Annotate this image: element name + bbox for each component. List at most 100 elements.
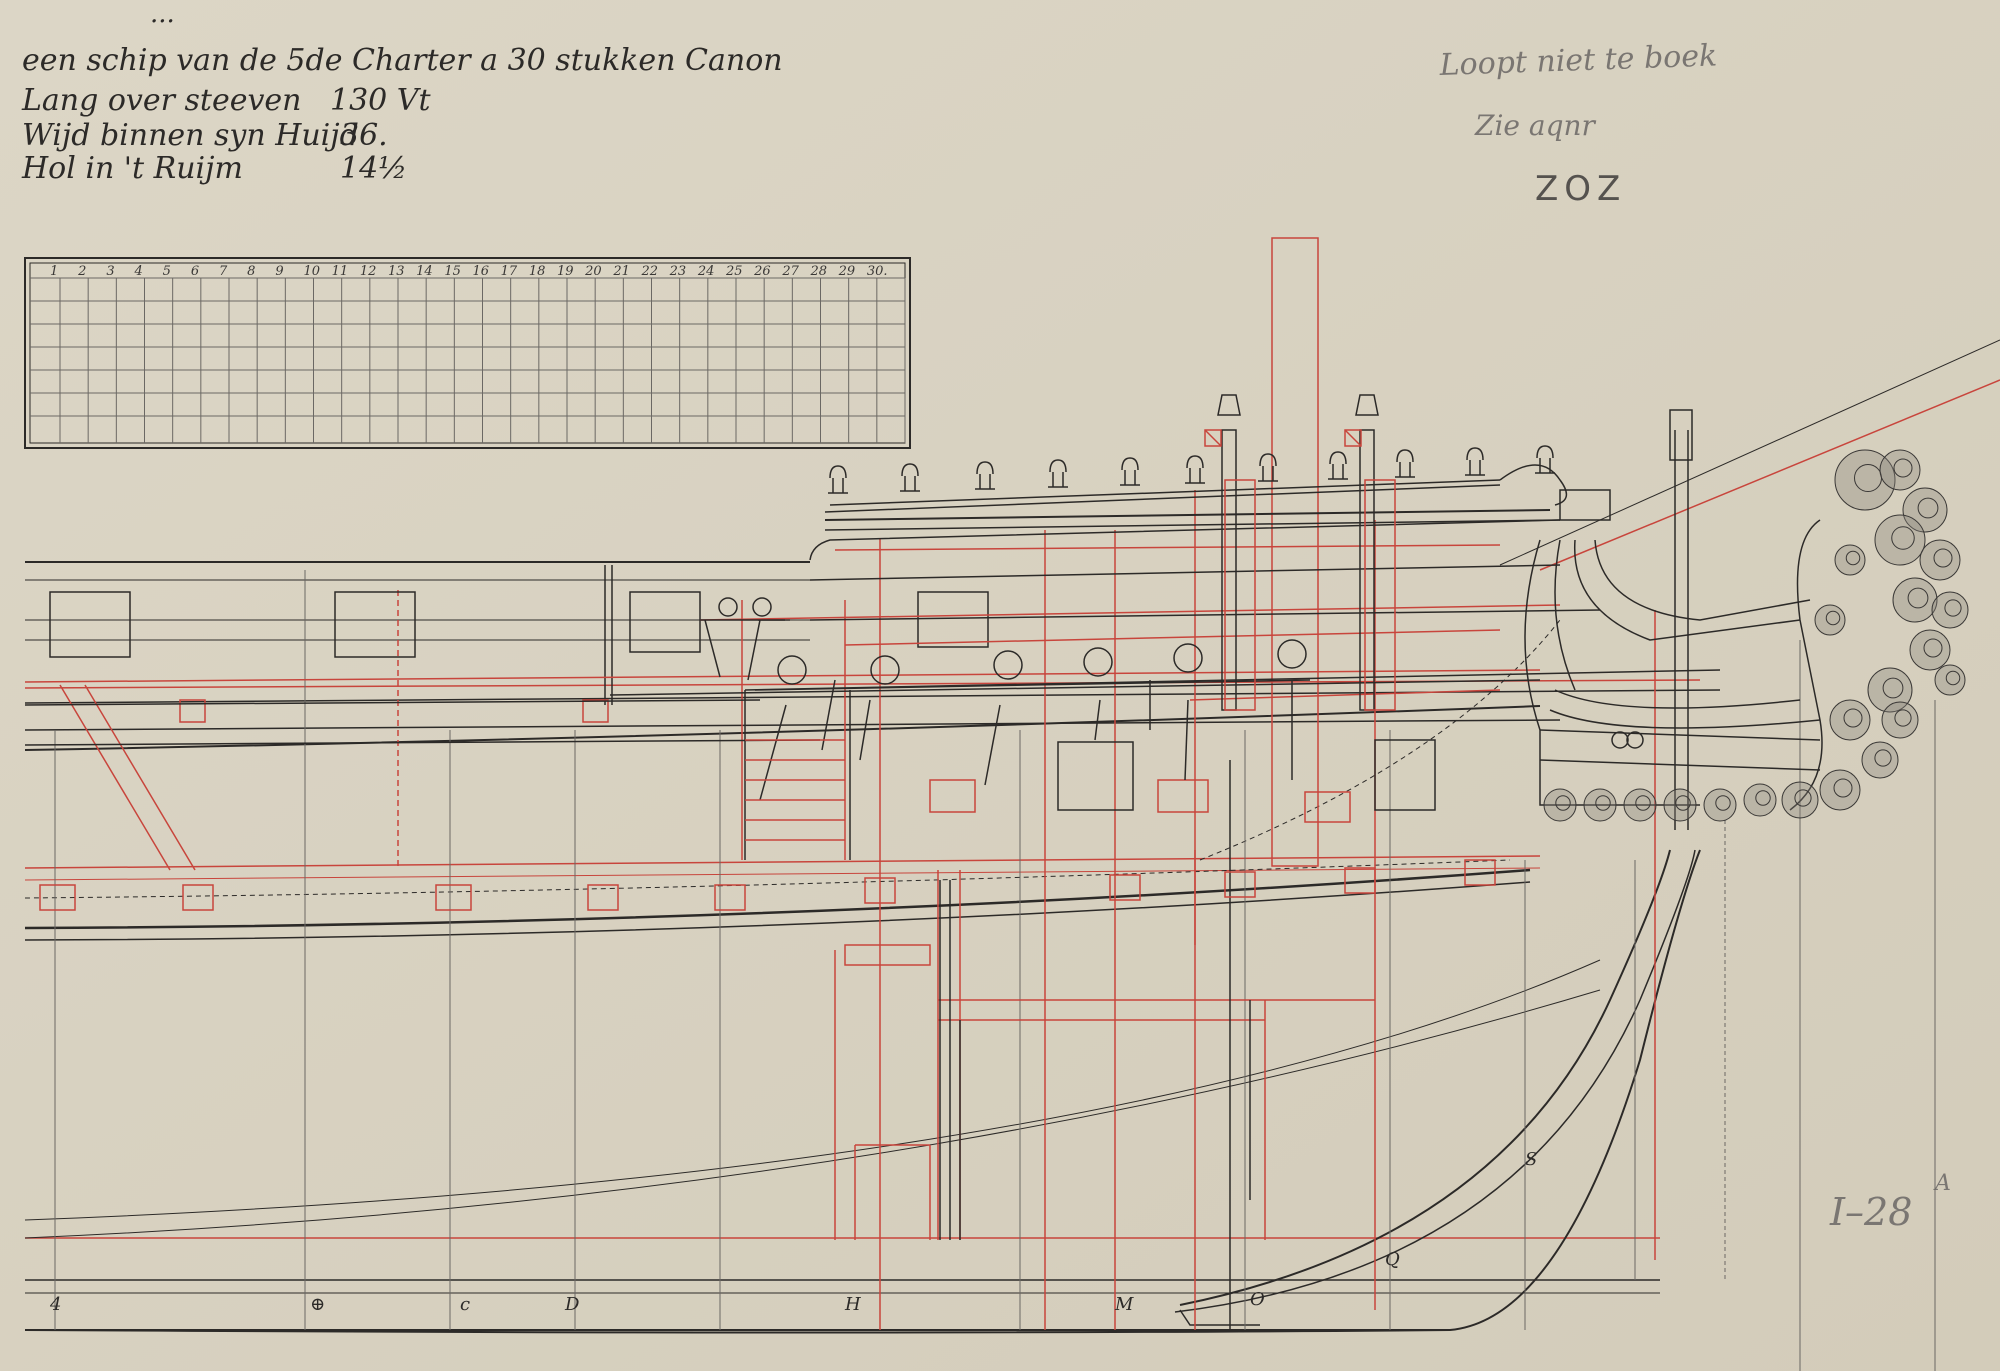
belaying-pin (1535, 445, 1555, 474)
station-letter: D (564, 1294, 580, 1315)
scale-number: 19 (557, 264, 574, 279)
belaying-pin (828, 465, 848, 494)
carving-swirl (1945, 670, 1961, 686)
scale-number: 22 (641, 264, 659, 279)
scale-number: 30. (867, 264, 888, 279)
belaying-pin (1395, 449, 1415, 478)
scale-number: 26 (753, 264, 771, 279)
carving-swirl (1555, 795, 1571, 811)
carving-detail (1881, 701, 1919, 739)
beakhead (1524, 449, 1969, 822)
carving-detail (1814, 604, 1846, 636)
carving-swirl (1845, 550, 1861, 566)
carving-swirl (1635, 795, 1651, 811)
scale-number: 17 (501, 264, 518, 279)
scale-number: 8 (247, 264, 255, 279)
carving-swirl (1882, 677, 1904, 699)
belaying-pin (1258, 453, 1278, 482)
note-zoz: ZOZ (1535, 169, 1626, 209)
station-letter: O (1250, 1289, 1265, 1310)
header-hold-label: Hol in 't Ruijm (21, 151, 243, 186)
scale-number: 28 (810, 264, 828, 279)
belaying-pin (1465, 447, 1485, 476)
carving-detail (1583, 788, 1617, 822)
carving-swirl (1675, 795, 1691, 811)
scale-number: 6 (191, 264, 199, 279)
header-line-0: ... (150, 0, 175, 29)
header-length-label: Lang over steeven (21, 83, 302, 118)
carving-swirl (1891, 526, 1915, 550)
carving-swirl (1933, 548, 1953, 568)
carving-swirl (1755, 790, 1771, 806)
station-letter: H (844, 1294, 861, 1315)
catalog-number: I–28 (1829, 1190, 1912, 1234)
header-length-value: 130 Vt (330, 83, 431, 118)
scale-number: 12 (360, 264, 377, 279)
station-letter: 4 (49, 1294, 61, 1315)
carving-swirl (1843, 708, 1863, 728)
scale-number: 11 (332, 264, 349, 279)
carving-swirl (1595, 795, 1611, 811)
carving-detail (1663, 788, 1697, 822)
scale-number: 7 (219, 264, 228, 279)
belaying-pins (828, 445, 1555, 494)
header-hold-value: 14½ (340, 151, 407, 186)
carving-swirl (1833, 778, 1853, 798)
scale-number: 21 (612, 264, 630, 279)
carving-detail (1781, 781, 1819, 819)
carving-swirl (1874, 749, 1892, 767)
carving-detail (1543, 788, 1577, 822)
carving-detail (1892, 577, 1938, 623)
carving-swirl (1794, 789, 1812, 807)
belaying-pin (1185, 455, 1205, 484)
carving-detail (1861, 741, 1899, 779)
carving-swirl (1917, 497, 1939, 519)
station-letter: Q (1385, 1249, 1400, 1270)
scale-number: 16 (473, 264, 490, 279)
scale-grid (30, 277, 906, 443)
carving-swirl (1715, 795, 1731, 811)
gunports (39, 591, 1496, 911)
belaying-pin (1120, 457, 1140, 486)
carving-detail (1829, 699, 1871, 741)
hull-lines (24, 237, 2000, 1371)
carving-swirl (1923, 638, 1943, 658)
carving-detail (1902, 487, 1948, 533)
scale-number: 20 (584, 264, 602, 279)
carving-detail (1867, 667, 1913, 713)
scale-number: 13 (388, 264, 405, 279)
station-letter: ⊕ (310, 1294, 325, 1315)
scale-number: 3 (106, 264, 114, 279)
carving-detail (1743, 783, 1777, 817)
carving-swirl (1893, 458, 1913, 478)
carving-detail (1931, 591, 1969, 629)
belaying-pin (1048, 459, 1068, 488)
carving-swirl (1825, 610, 1841, 626)
station-letter: M (1114, 1294, 1134, 1315)
scale-number: 27 (781, 264, 799, 279)
carving-detail (1703, 788, 1737, 822)
carving-swirl (1894, 709, 1912, 727)
scale-number: 2 (77, 264, 86, 279)
scale-number: 18 (529, 264, 546, 279)
scale-number: 4 (134, 264, 143, 279)
carving-detail (1819, 769, 1861, 811)
pencil-notes: Loopt niet te boek Zie aqnr ZOZ I–28 A (1438, 38, 1951, 1234)
scale-number: 10 (304, 264, 321, 279)
gun-ports-round (700, 597, 1644, 841)
carving-detail (1934, 664, 1966, 696)
header-beam-label: Wijd binnen syn Huijd (22, 118, 359, 153)
scale-number: 24 (697, 264, 715, 279)
note-see-inventory: Zie aqnr (1474, 109, 1597, 142)
scale-number: 14 (416, 264, 433, 279)
header-inscription: ... een schip van de 5de Charter a 30 st… (21, 0, 783, 186)
figurehead-carving (1543, 449, 1969, 822)
carving-detail (1834, 544, 1866, 576)
carving-detail (1919, 539, 1961, 581)
header-line-1: een schip van de 5de Charter a 30 stukke… (22, 43, 783, 78)
station-letter: c (460, 1294, 470, 1315)
